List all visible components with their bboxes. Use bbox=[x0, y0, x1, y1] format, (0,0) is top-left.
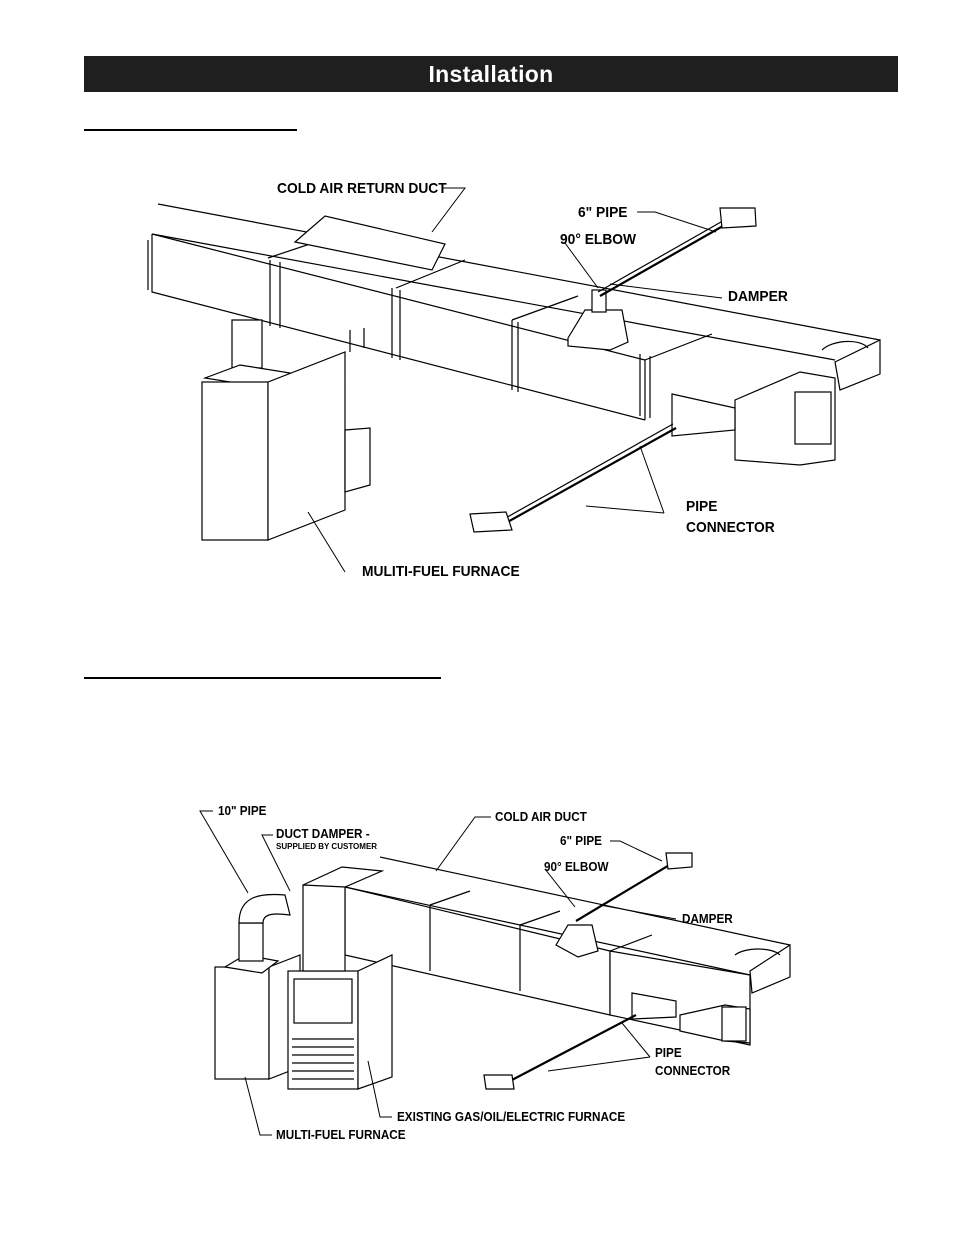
label-multi-fuel-furnace: MULTI-FUEL FURNACE bbox=[276, 1127, 406, 1142]
diagram-single-furnace-drawing bbox=[147, 187, 881, 573]
label-pipe: PIPE bbox=[655, 1045, 682, 1060]
label-damper: DAMPER bbox=[728, 288, 788, 305]
section-rule-1 bbox=[84, 129, 297, 131]
label-cold-air-return-duct: COLD AIR RETURN DUCT bbox=[277, 180, 447, 197]
label-duct-damper: DUCT DAMPER - bbox=[276, 826, 370, 841]
section-header-bar: Installation bbox=[84, 56, 898, 92]
section-rule-2 bbox=[84, 677, 441, 679]
label-10-inch-pipe: 10" PIPE bbox=[218, 803, 267, 818]
label-existing-furnace: EXISTING GAS/OIL/ELECTRIC FURNACE bbox=[397, 1109, 626, 1124]
label-supplied-by-customer: SUPPLIED BY CUSTOMER bbox=[276, 842, 378, 851]
label-damper: DAMPER bbox=[682, 911, 733, 926]
label-6-inch-pipe: 6" PIPE bbox=[578, 204, 628, 221]
label-pipe: PIPE bbox=[686, 498, 718, 515]
diagram-dual-furnace-drawing bbox=[199, 810, 791, 1136]
label-90-elbow: 90° ELBOW bbox=[560, 231, 637, 248]
diagram-dual-furnace: 10" PIPE DUCT DAMPER - SUPPLIED BY CUSTO… bbox=[0, 795, 954, 1155]
label-6-inch-pipe: 6" PIPE bbox=[560, 833, 602, 848]
label-90-elbow: 90° ELBOW bbox=[544, 859, 609, 874]
diagram-single-furnace: COLD AIR RETURN DUCT 6" PIPE 90° ELBOW D… bbox=[0, 160, 954, 600]
label-furnace: MULITI-FUEL FURNACE bbox=[362, 563, 520, 580]
label-connector: CONNECTOR bbox=[686, 519, 775, 536]
label-connector: CONNECTOR bbox=[655, 1063, 731, 1078]
label-cold-air-duct: COLD AIR DUCT bbox=[495, 809, 587, 824]
page-title: Installation bbox=[428, 61, 554, 87]
